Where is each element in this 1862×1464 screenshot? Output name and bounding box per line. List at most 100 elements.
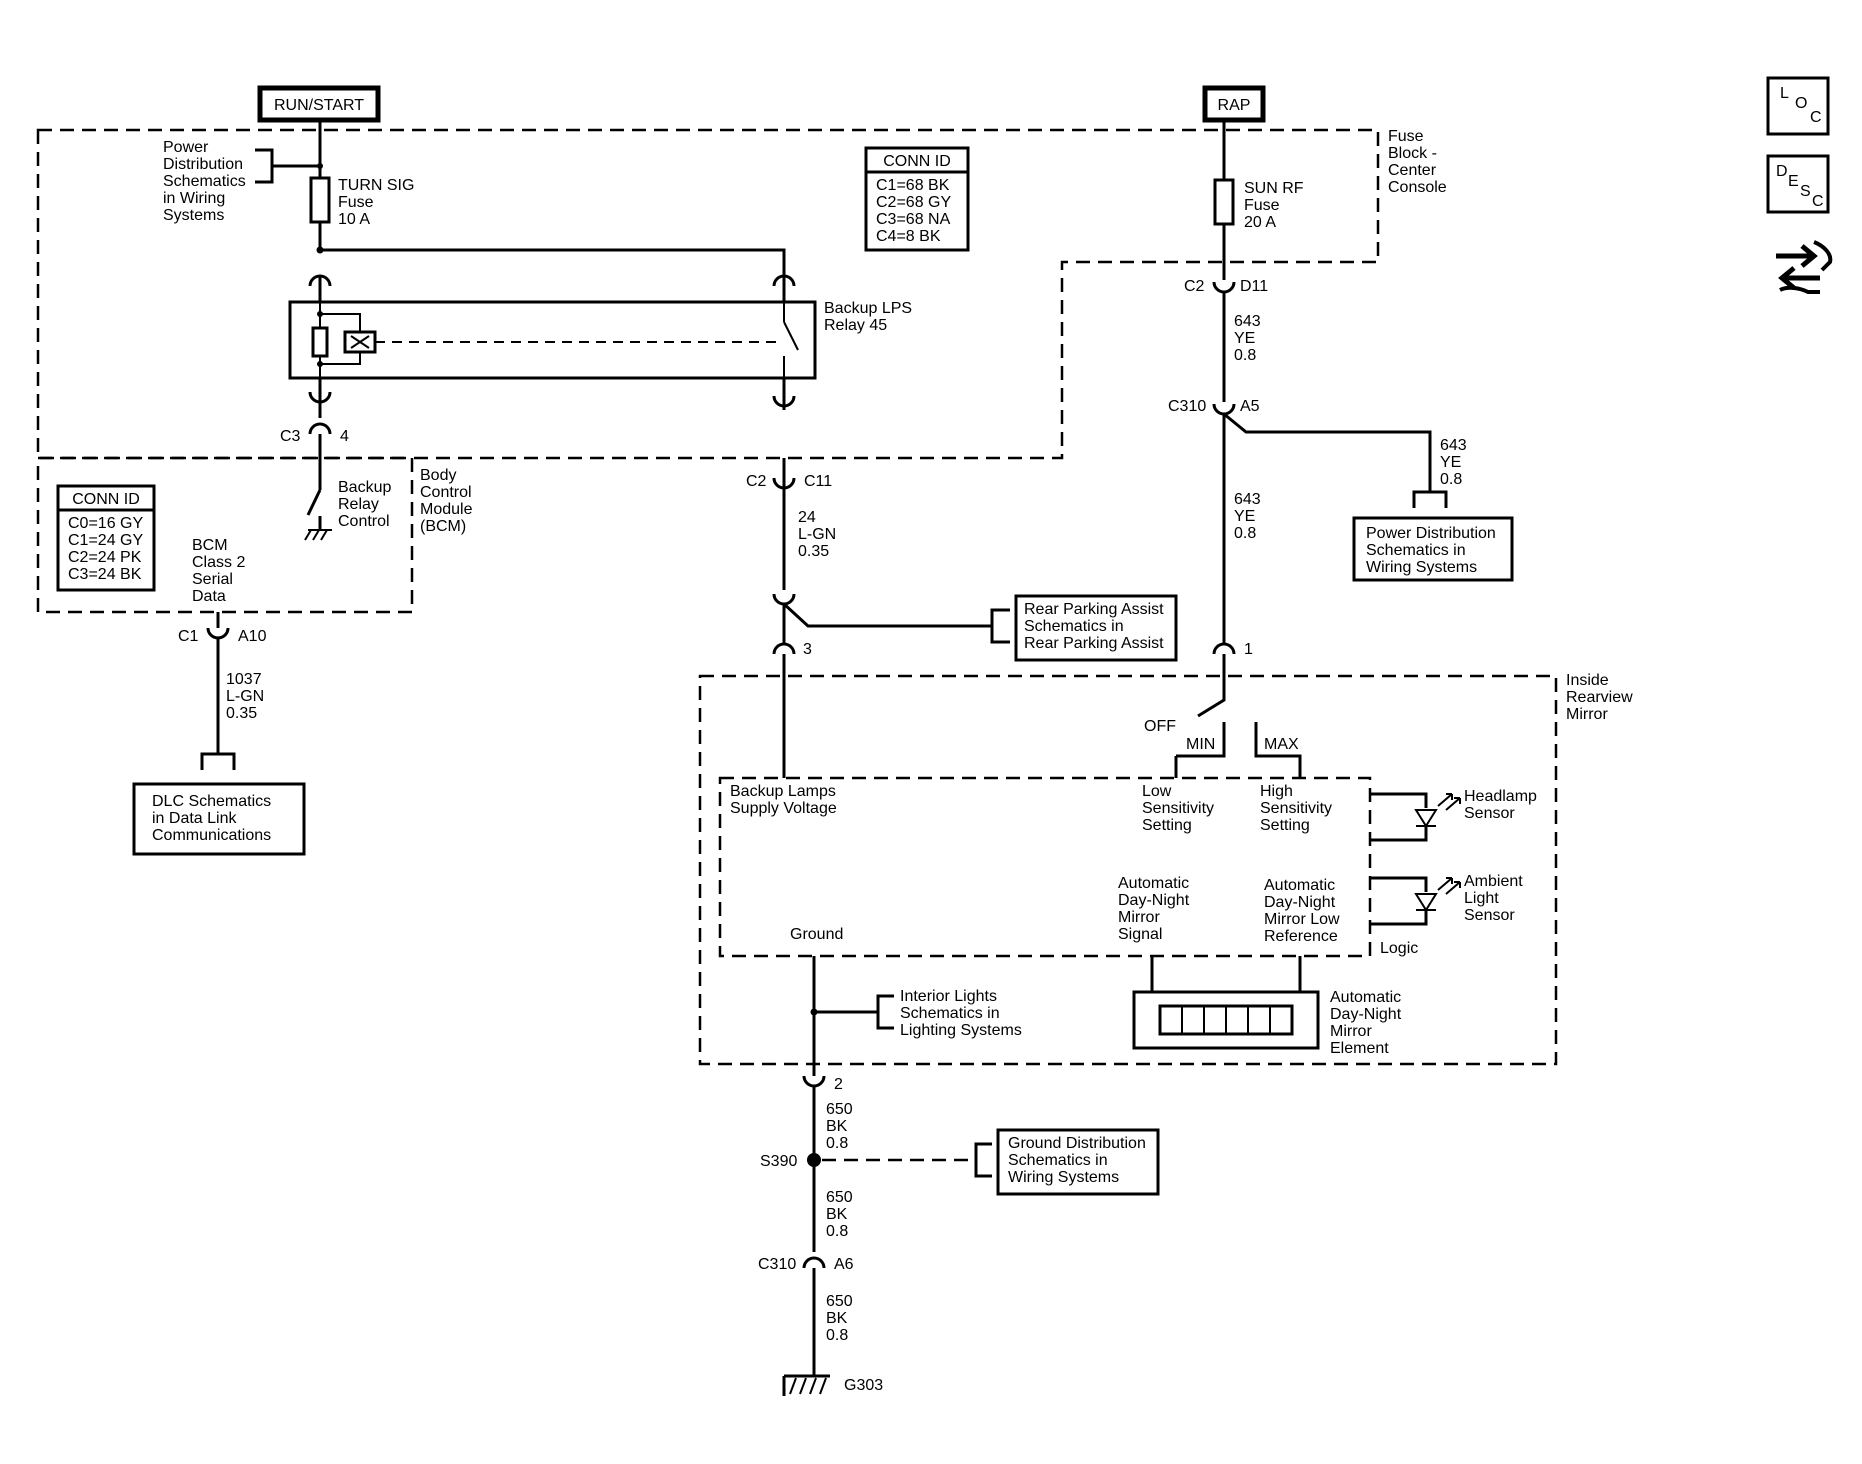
connector-label: A10 (238, 628, 267, 645)
sensor-label: Light (1464, 890, 1499, 907)
ref-line: Distribution (163, 156, 243, 173)
dlc-ref-box: DLC Schematics in Data Link Communicatio… (132, 782, 306, 856)
wire-label: L-GN (798, 526, 836, 543)
fuse-label: Fuse (338, 194, 374, 211)
switch-max-label: MAX (1264, 736, 1299, 753)
fuse-block-label-line: Center (1388, 162, 1437, 179)
wire-segment (1223, 412, 1432, 492)
connector-tools-icon[interactable] (1776, 240, 1833, 294)
ground-g303: G303 (782, 1374, 883, 1396)
mirror-label: Sensitivity (1260, 800, 1332, 817)
connector-label: C310 (1168, 398, 1206, 415)
icon-letter: L (1780, 85, 1789, 102)
wire-label: 0.8 (826, 1223, 848, 1240)
ref-line: Schematics (163, 173, 246, 190)
ref-line: Ground Distribution (1008, 1135, 1146, 1152)
bcm-switch (306, 489, 322, 530)
max-contact (1254, 722, 1302, 778)
ref-line: Lighting Systems (900, 1022, 1022, 1039)
connector-label: C2 (746, 473, 767, 490)
wire-label: 643 (1234, 313, 1261, 330)
switch-off-label: OFF (1144, 718, 1176, 735)
icon-letter: D (1776, 163, 1788, 180)
rear-parking-ref-box: Rear Parking Assist Schematics in Rear P… (1014, 594, 1178, 662)
ref-bracket (876, 994, 894, 1030)
conn-id-row: C3=68 NA (876, 211, 951, 228)
element-label: Mirror (1330, 1023, 1372, 1040)
connector-label: 1 (1244, 641, 1253, 658)
loc-icon[interactable]: L O C (1766, 76, 1830, 136)
connector-label: C2 (1184, 278, 1205, 295)
connector-arc (308, 391, 332, 404)
ref-line: Schematics in (900, 1005, 1000, 1022)
mirror-title: Inside Rearview Mirror (1566, 672, 1633, 723)
connector-label: A5 (1240, 398, 1260, 415)
power-dist-right-ref-box: Power Distribution Schematics in Wiring … (1352, 516, 1514, 582)
mirror-label: Setting (1260, 817, 1310, 834)
wire-label: BK (826, 1118, 848, 1135)
connector-label: A6 (834, 1256, 854, 1273)
mirror-label: Low (1142, 783, 1172, 800)
wire-label: 0.35 (226, 705, 257, 722)
mirror-outline (698, 674, 1558, 1066)
conn-id-row: C2=24 PK (68, 549, 142, 566)
mirror-element: Automatic Day-Night Mirror Element (1132, 956, 1402, 1057)
mirror-label: Mirror (1118, 909, 1160, 926)
bcm-class2-label: Serial (192, 571, 233, 588)
wire-label: YE (1234, 508, 1255, 525)
mirror-title-line: Mirror (1566, 706, 1608, 723)
icon-letter: E (1788, 173, 1799, 190)
sensor-label: Headlamp (1464, 788, 1537, 805)
wire-label: 650 (826, 1293, 853, 1310)
fuse-label: TURN SIG (338, 177, 414, 194)
sensor-label: Sensor (1464, 805, 1515, 822)
bcm-module-label: Body (420, 467, 456, 484)
connector-arc (206, 627, 230, 640)
connector-label: 3 (803, 641, 812, 658)
conn-id-row: C4=8 BK (876, 228, 941, 245)
mirror-label: Backup Lamps (730, 783, 836, 800)
fuse-block-outline (36, 128, 1380, 460)
sensor-label: Sensor (1464, 907, 1515, 924)
ref-line: Interior Lights (900, 988, 997, 1005)
wire-label: 0.35 (798, 543, 829, 560)
connector-arc (308, 422, 332, 435)
wire-label: L-GN (226, 688, 264, 705)
conn-id-title: CONN ID (883, 153, 951, 170)
splice-label: S390 (760, 1153, 797, 1170)
fuse-label: Fuse (1244, 197, 1280, 214)
wire-label: 650 (826, 1189, 853, 1206)
wire-label: BK (826, 1206, 848, 1223)
conn-id-title: CONN ID (72, 491, 140, 508)
mirror-label: Automatic (1118, 875, 1189, 892)
wire-label: 643 (1234, 491, 1261, 508)
connector-arc (1212, 642, 1236, 655)
splice-s390 (807, 1153, 821, 1167)
wire-segment (782, 602, 992, 628)
connector-arc (772, 642, 796, 655)
ground-label: Ground (790, 926, 843, 943)
icon-letter: C (1810, 109, 1822, 126)
sensor-label: Ambient (1464, 873, 1523, 890)
fuse-label: 10 A (338, 211, 370, 228)
wire-label: 0.8 (1234, 347, 1256, 364)
ground-point-label: G303 (844, 1377, 883, 1394)
wire-label: 1037 (226, 671, 262, 688)
mirror-label: Setting (1142, 817, 1192, 834)
ref-line: DLC Schematics (152, 793, 271, 810)
turn-sig-fuse: TURN SIG Fuse 10 A (309, 176, 414, 228)
relay-label: Relay 45 (824, 317, 887, 334)
mirror-label: High (1260, 783, 1293, 800)
power-dist-left-ref: Power Distribution Schematics in Wiring … (163, 139, 323, 224)
ref-line: Wiring Systems (1008, 1169, 1119, 1186)
desc-icon[interactable]: D E S C (1766, 154, 1830, 214)
connector-label: 4 (340, 428, 349, 445)
ref-line: Wiring Systems (1366, 559, 1477, 576)
switch-min-label: MIN (1186, 736, 1215, 753)
conn-id-row: C2=68 GY (876, 194, 951, 211)
mirror-label: Reference (1264, 928, 1338, 945)
ref-line: in Data Link (152, 810, 237, 827)
min-contact (1176, 722, 1226, 758)
logic-label: Logic (1380, 940, 1418, 957)
